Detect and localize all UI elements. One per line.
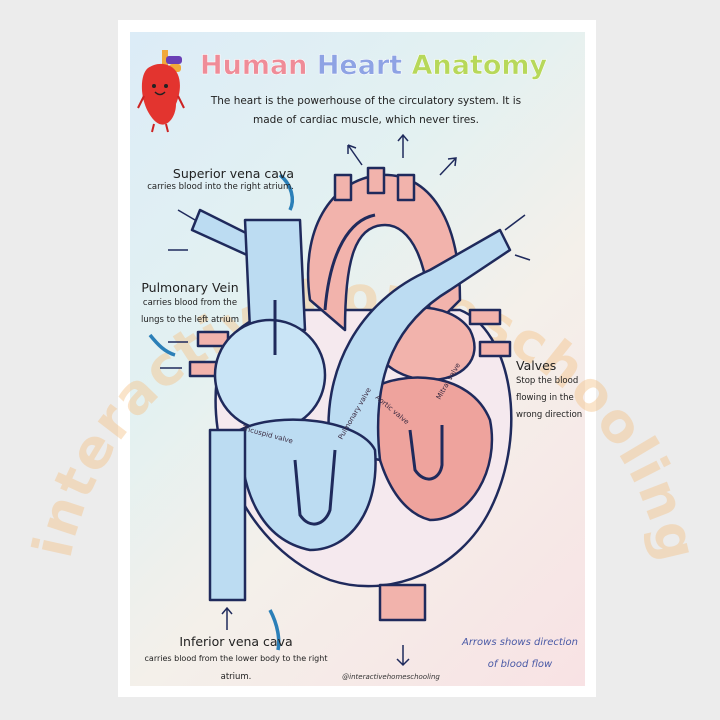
arrow-right-1 <box>504 214 526 231</box>
pv-desc-2: lungs to the left atrium <box>140 315 240 325</box>
heart-diagram: Tricuspid valve Pulmonary valve Aortic v… <box>148 133 531 667</box>
aorta-branch-2 <box>366 166 386 195</box>
ivc-pointer-arrow <box>268 609 281 651</box>
note-line-2: of blood flow <box>487 659 553 670</box>
inferior-vena-cava-label: Inferior vena cava carries blood from th… <box>136 634 336 686</box>
title-word-2: Heart <box>316 50 403 82</box>
internal-flow-arrows <box>273 213 444 526</box>
arrow-up <box>397 133 409 158</box>
arrow-up-right <box>439 157 457 176</box>
arrow-up-left <box>347 144 363 166</box>
right-atrium <box>213 318 327 432</box>
valves-title: Valves <box>516 358 557 373</box>
pv-title: Pulmonary Vein <box>141 280 239 295</box>
aorta-branch-3 <box>396 173 416 202</box>
svc-title: Superior vena cava <box>172 166 294 181</box>
arrow-up-ivc <box>221 606 233 630</box>
title-word-3: Anatomy <box>411 50 548 82</box>
pv-desc-1: carries blood from the <box>142 298 238 308</box>
ivc-desc-1: carries blood from the lower body to the… <box>144 654 328 663</box>
valves-desc-1: Stop the blood <box>516 376 579 386</box>
right-ventricle <box>238 418 377 552</box>
pulmonary-vein-right-2 <box>478 340 512 358</box>
inferior-vena-cava <box>208 428 247 602</box>
aorta-branch-1 <box>333 173 353 202</box>
ivc-title: Inferior vena cava <box>179 634 293 649</box>
arrow-direction-note: Arrows shows direction of blood flow <box>460 632 580 676</box>
credit-handle: @interactivehomeschooling <box>342 673 440 681</box>
arrow-left-1 <box>177 209 196 221</box>
flow-arrow-aorta <box>323 213 376 311</box>
arrow-down <box>396 645 410 667</box>
external-flow-arrows <box>160 133 531 667</box>
svc-pointer-arrow <box>278 173 294 211</box>
pulmonary-vein-right-1 <box>468 308 502 326</box>
arrow-right-2 <box>514 254 531 261</box>
note-line-1: Arrows shows direction <box>461 637 579 648</box>
valves-desc-3: wrong direction <box>516 410 583 420</box>
left-ventricle <box>368 376 494 522</box>
label-pointer-arrows <box>148 173 294 651</box>
valves-desc-2: flowing in the <box>516 393 574 403</box>
superior-vena-cava <box>243 218 307 332</box>
pulmonary-artery <box>327 228 512 462</box>
pulmonary-vein-label: Pulmonary Vein carries blood from the lu… <box>140 280 240 329</box>
flow-arrow-rv <box>293 449 337 526</box>
flow-arrow-lv <box>408 425 444 481</box>
pv-pointer-arrow <box>148 333 176 357</box>
valves-label: Valves Stop the blood flowing in the wro… <box>516 358 588 424</box>
superior-vena-cava-label: Superior vena cava carries blood into th… <box>146 166 294 193</box>
page-title: Human Heart Anatomy <box>200 50 548 82</box>
ivc-desc-2: atrium. <box>220 672 252 682</box>
heart-mascot-icon <box>137 50 185 133</box>
intro-text: The heart is the powerhouse of the circu… <box>210 95 522 126</box>
svc-desc: carries blood into the right atrium. <box>147 182 294 192</box>
descending-aorta <box>378 583 427 622</box>
title-word-1: Human <box>200 50 308 82</box>
